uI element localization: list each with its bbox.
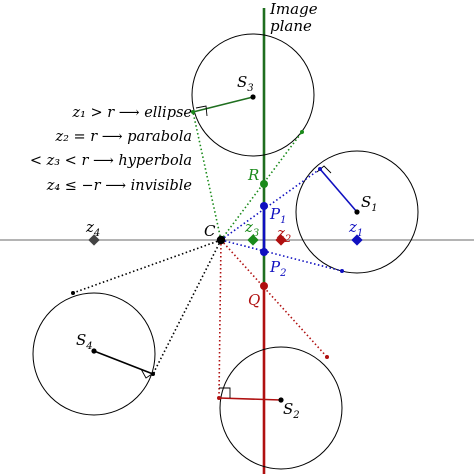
legend-line-2: z₂ = r ⟶ parabola <box>54 129 192 145</box>
tangent-point-dots <box>71 110 344 400</box>
right-angle-s3 <box>195 105 208 117</box>
legend-line-4: z₄ ≤ −r ⟶ invisible <box>46 178 192 194</box>
sphere-s3-circle <box>191 33 315 157</box>
label-z3: z3 <box>244 218 259 239</box>
radius-s4 <box>93 350 154 375</box>
radius-s2 <box>218 397 282 401</box>
image-plane-label-line2: plane <box>270 17 312 35</box>
depth-z2-marker <box>275 234 287 246</box>
label-p1: P1 <box>269 205 286 226</box>
sphere-s4-circle <box>32 292 156 416</box>
camera-center-point <box>216 235 226 245</box>
image-plane-label-line1: Image <box>269 0 318 18</box>
label-z2: z2 <box>276 224 291 245</box>
radius-s3 <box>192 96 254 113</box>
point-p1 <box>260 202 268 210</box>
legend-line-1: z₁ > r ⟶ ellipse <box>71 105 192 121</box>
sphere-s2-circle <box>219 346 343 470</box>
sphere-s3-center <box>250 94 256 100</box>
tangent-lines-s3 <box>192 111 303 241</box>
label-p2: P2 <box>269 258 286 279</box>
point-r <box>260 180 268 188</box>
sphere-s4-center <box>91 348 97 354</box>
right-angle-s2 <box>219 387 231 398</box>
legend-line-3: < z₃ < r ⟶ hyperbola <box>30 153 192 169</box>
tangent-lines-s1 <box>220 168 343 272</box>
label-z4: z4 <box>85 218 100 239</box>
label-s2: S2 <box>283 400 300 421</box>
point-p2 <box>260 248 268 256</box>
radius-s1 <box>319 168 358 213</box>
label-r: R <box>247 166 259 184</box>
tangent-lines-s4 <box>72 239 222 375</box>
depth-z3-marker <box>247 234 259 246</box>
label-z1: z1 <box>348 218 363 239</box>
label-s1: S1 <box>361 193 378 214</box>
sphere-s2-center <box>278 397 284 403</box>
label-s3: S3 <box>237 73 254 94</box>
label-q: Q <box>248 291 260 309</box>
sphere-s1-center <box>354 209 360 215</box>
sphere-s1-circle <box>295 150 419 274</box>
point-q <box>260 282 268 290</box>
label-s4: S4 <box>76 331 93 352</box>
label-c: C <box>204 222 216 240</box>
depth-z1-marker <box>351 234 363 246</box>
